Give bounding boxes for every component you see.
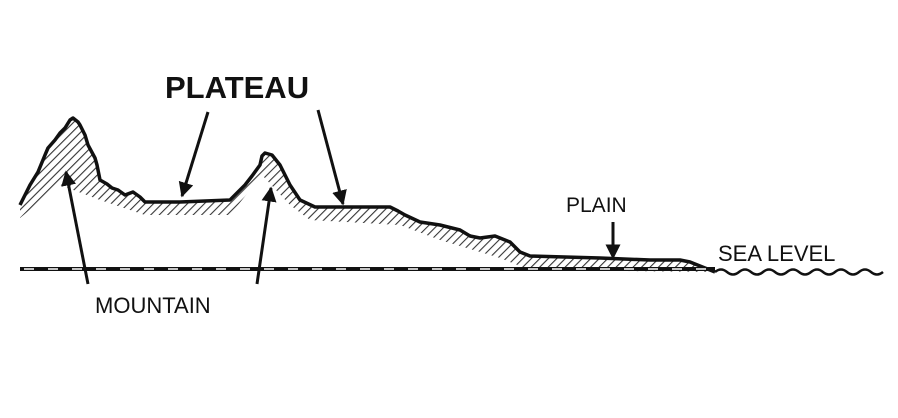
- plateau-arrow-right: [316, 109, 347, 206]
- sea-level-label: SEA LEVEL: [718, 241, 835, 266]
- plain-label: PLAIN: [566, 194, 627, 217]
- mountain-arrow-left: [61, 170, 90, 285]
- mountain-arrow-right: [255, 186, 277, 285]
- plateau-arrow-left: [178, 111, 210, 198]
- plateau-label: PLATEAU: [165, 70, 309, 105]
- mountain-label: MOUNTAIN: [95, 293, 211, 318]
- sea-wave-line: [714, 268, 884, 276]
- terrain-profile-line: [18, 116, 716, 274]
